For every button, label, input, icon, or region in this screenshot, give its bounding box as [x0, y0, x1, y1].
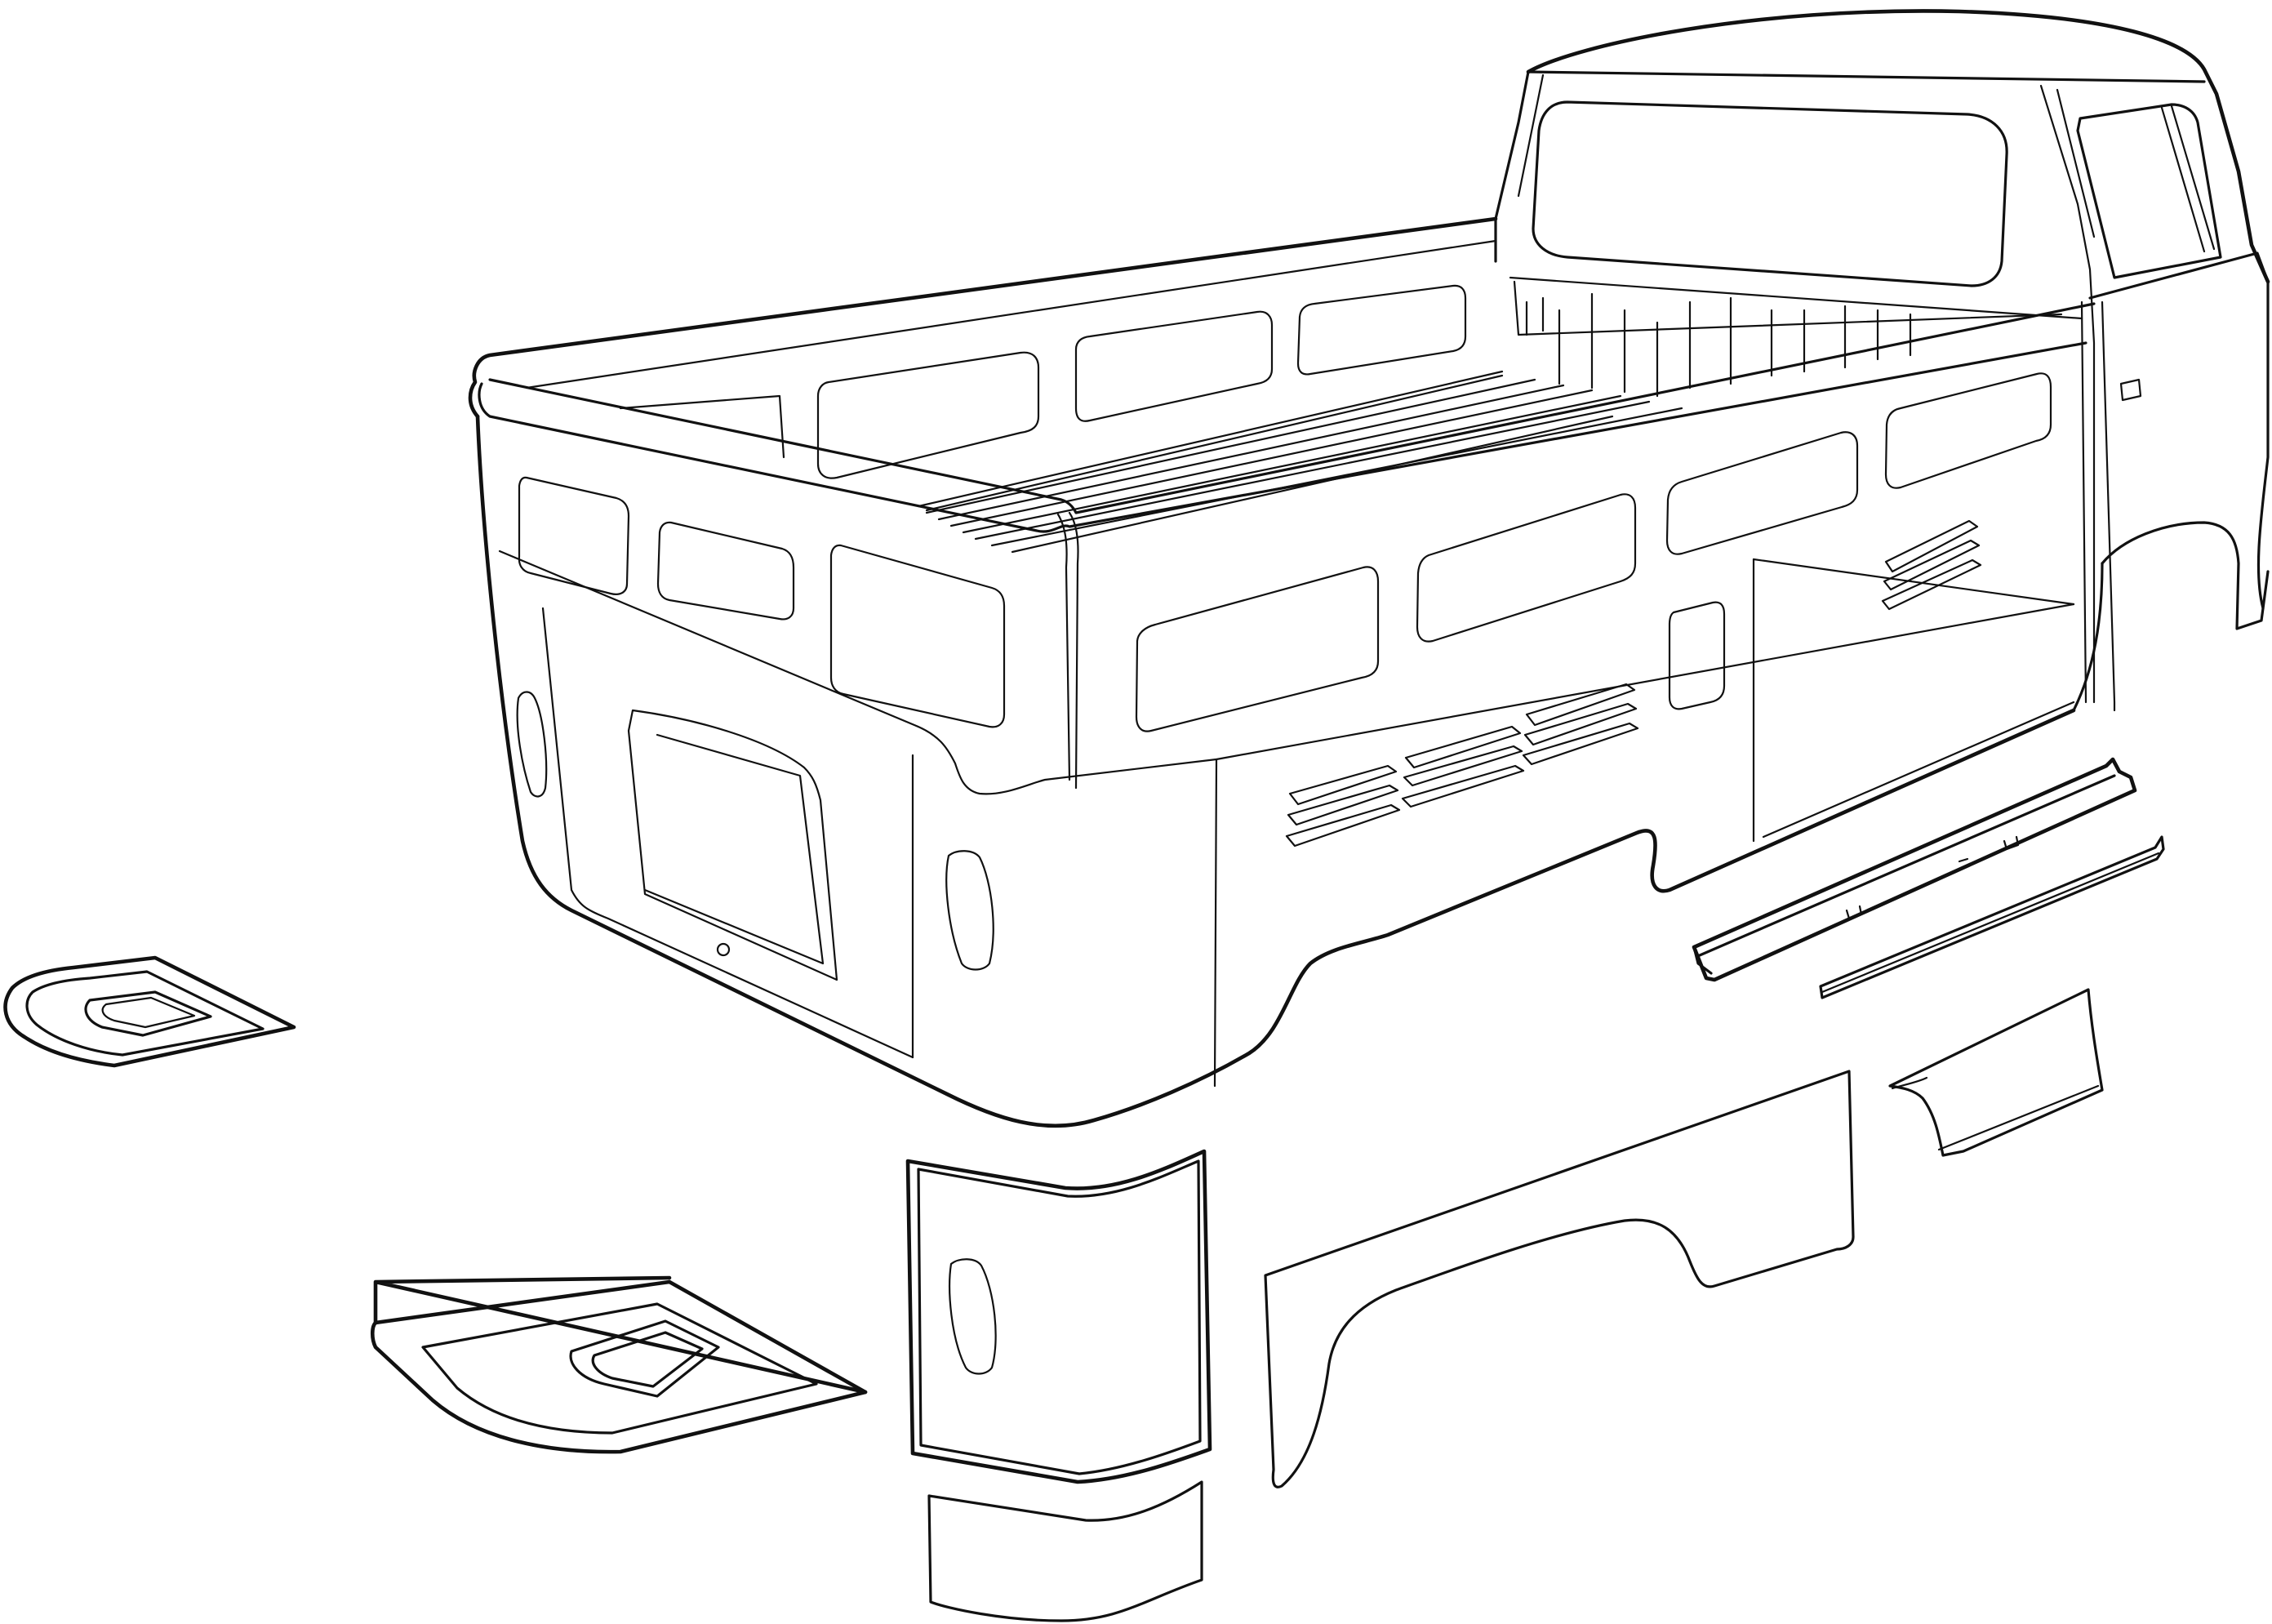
floor-jack-point-small	[3, 955, 296, 1068]
rear-wheel-arch-panel	[1264, 1070, 1855, 1488]
rocker-sill-strip	[1819, 835, 2165, 999]
front-wheel-arch-section	[1888, 988, 2104, 1157]
lower-corner-repair-section	[927, 1480, 1203, 1622]
rocker-sill-channel	[1692, 757, 2137, 982]
truck-body	[468, 9, 2270, 1128]
rear-corner-panel	[905, 1149, 1212, 1484]
floor-jack-point-large	[370, 1275, 868, 1454]
